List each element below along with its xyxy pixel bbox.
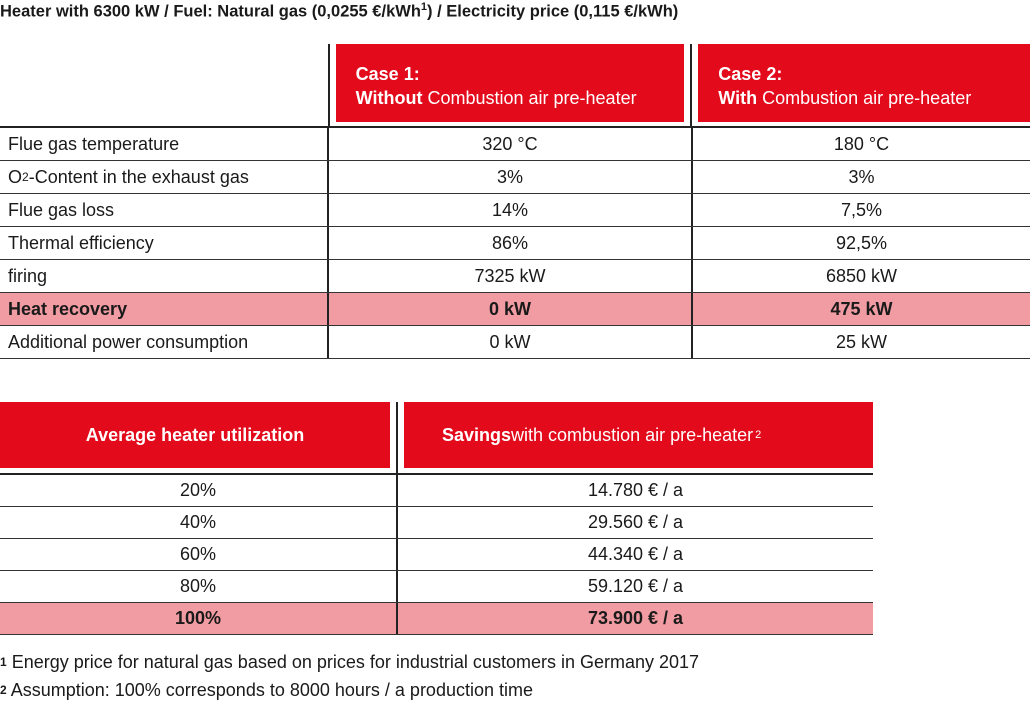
row-label: Flue gas loss	[0, 194, 329, 226]
page-title: Heater with 6300 kW / Fuel: Natural gas …	[0, 1, 679, 21]
footnote-2: 2 Assumption: 100% corresponds to 8000 h…	[0, 680, 533, 700]
utilization-header: Average heater utilization	[0, 402, 390, 468]
table-row: Additional power consumption 0 kW 25 kW	[0, 326, 1030, 359]
row-label: Heat recovery	[0, 293, 329, 325]
footnote-ref-1: 1	[420, 1, 428, 13]
savings-header: Average heater utilization Savings with …	[0, 402, 873, 475]
comparison-header: Case 1: Without Combustion air pre-heate…	[0, 44, 1030, 128]
case2-value: 92,5%	[835, 232, 888, 253]
comparison-table: Case 1: Without Combustion air pre-heate…	[0, 44, 1030, 359]
case1-value: 14%	[329, 194, 693, 226]
table-row: 80% 59.120 € / a	[0, 571, 873, 603]
table-row: 60% 44.340 € / a	[0, 539, 873, 571]
case2-value: 25 kW	[835, 331, 887, 352]
table-row: 40% 29.560 € / a	[0, 507, 873, 539]
utilization-value: 40%	[0, 507, 398, 538]
table-row-highlight: 100% 73.900 € / a	[0, 603, 873, 635]
case1-value: 0 kW	[329, 293, 693, 325]
row-label: Additional power consumption	[0, 326, 329, 358]
saving-value: 73.900 € / a	[587, 608, 684, 628]
case1-value: 0 kW	[329, 326, 693, 358]
case1-header: Case 1: Without Combustion air pre-heate…	[335, 44, 685, 122]
utilization-value: 100%	[0, 603, 398, 634]
case2-value: 475 kW	[830, 298, 893, 319]
case1-value: 320 °C	[329, 128, 693, 160]
row-label: Flue gas temperature	[0, 128, 329, 160]
savings-table: Average heater utilization Savings with …	[0, 402, 873, 635]
footnotes: 1 Energy price for natural gas based on …	[0, 648, 699, 704]
saving-value: 44.340 € / a	[587, 544, 684, 564]
footnote-ref-2: 2	[755, 429, 762, 441]
utilization-value: 20%	[0, 475, 398, 506]
header-empty-cell	[0, 44, 330, 126]
saving-value: 14.780 € / a	[587, 480, 684, 500]
case2-value: 7,5%	[840, 199, 883, 220]
column-divider	[690, 44, 693, 126]
column-divider	[396, 402, 398, 473]
case2-value: 180 °C	[833, 133, 890, 154]
case2-header: Case 2: With Combustion air pre-heater	[698, 44, 1030, 122]
footnote-1: 1 Energy price for natural gas based on …	[0, 652, 700, 672]
case2-value: 6850 kW	[825, 265, 898, 286]
saving-value: 59.120 € / a	[587, 576, 684, 596]
row-label: Thermal efficiency	[0, 227, 329, 259]
table-row: 20% 14.780 € / a	[0, 475, 873, 507]
case1-value: 7325 kW	[329, 260, 693, 292]
case2-value: 3%	[848, 166, 875, 187]
table-row-highlight: Heat recovery 0 kW 475 kW	[0, 293, 1030, 326]
utilization-value: 60%	[0, 539, 398, 570]
case1-value: 86%	[329, 227, 693, 259]
table-row: Thermal efficiency 86% 92,5%	[0, 227, 1030, 260]
table-row: firing 7325 kW 6850 kW	[0, 260, 1030, 293]
saving-value: 29.560 € / a	[587, 512, 684, 532]
row-label: firing	[0, 260, 329, 292]
utilization-value: 80%	[0, 571, 398, 602]
table-row: Flue gas loss 14% 7,5%	[0, 194, 1030, 227]
case1-value: 3%	[329, 161, 693, 193]
table-row: Flue gas temperature 320 °C 180 °C	[0, 128, 1030, 161]
